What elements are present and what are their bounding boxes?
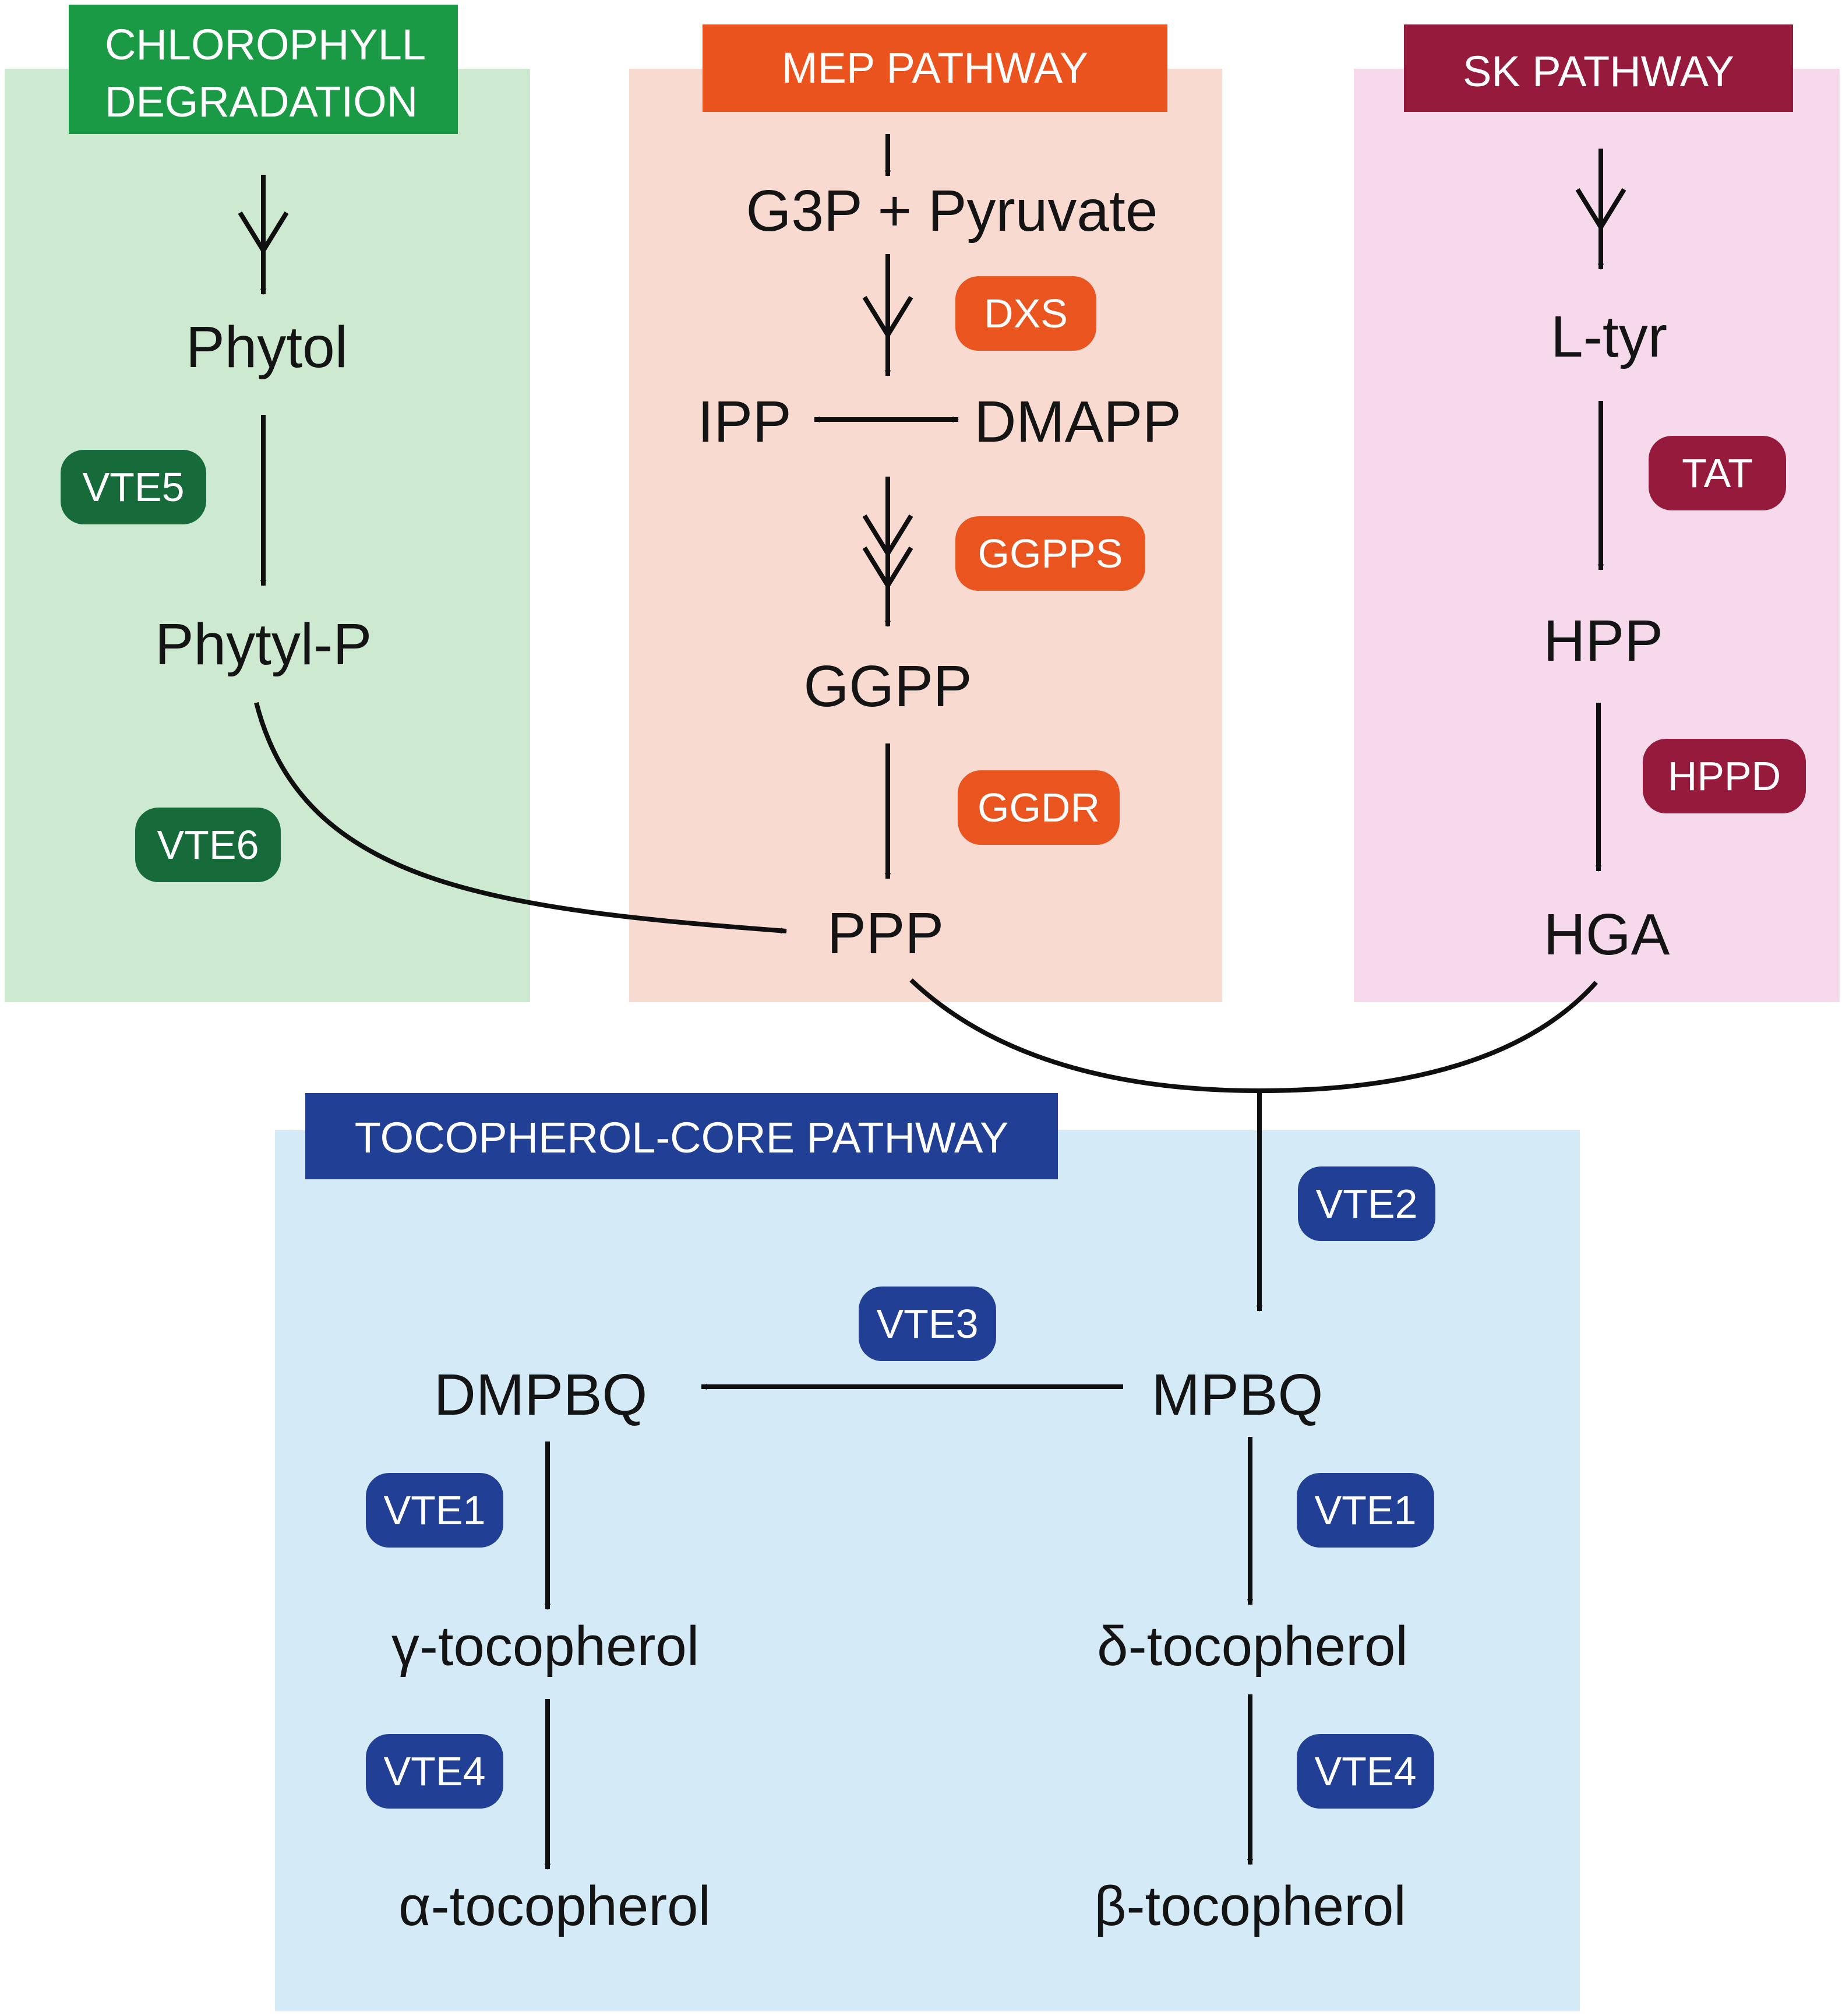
enzyme-vte6-label: VTE6 xyxy=(157,822,259,868)
enzyme-vte1-right-label: VTE1 xyxy=(1314,1488,1416,1533)
metabolite-alpha-tocopherol: α-tocopherol xyxy=(398,1875,711,1937)
metabolite-dmpbq: DMPBQ xyxy=(434,1362,648,1428)
enzyme-vte4-right-label: VTE4 xyxy=(1314,1749,1416,1794)
double-arrowhead-l-tyr xyxy=(1575,188,1626,232)
chlorophyll-title-line2: DEGRADATION xyxy=(105,77,418,126)
enzyme-vte4-left: VTE4 xyxy=(366,1734,503,1809)
metabolite-delta-tocopherol: δ-tocopherol xyxy=(1097,1615,1408,1677)
metabolite-phytol: Phytol xyxy=(186,315,348,380)
metabolite-hga: HGA xyxy=(1544,902,1670,967)
enzyme-vte6: VTE6 xyxy=(135,808,281,882)
core-title: TOCOPHEROL-CORE PATHWAY xyxy=(355,1113,1008,1162)
core-header: TOCOPHEROL-CORE PATHWAY xyxy=(305,1093,1058,1179)
metabolite-gamma-tocopherol: γ-tocopherol xyxy=(391,1615,699,1677)
enzyme-dxs: DXS xyxy=(955,276,1096,351)
enzyme-vte5-label: VTE5 xyxy=(82,464,184,510)
enzyme-hppd-label: HPPD xyxy=(1668,753,1781,799)
metabolite-hpp: HPP xyxy=(1543,608,1663,674)
metabolite-mpbq: MPBQ xyxy=(1152,1362,1323,1428)
chlorophyll-title-line1: CHLOROPHYLL xyxy=(105,20,426,69)
metabolite-beta-tocopherol: β-tocopherol xyxy=(1094,1875,1406,1937)
metabolite-phytyl-p: Phytyl-P xyxy=(155,612,372,677)
arrow-phytyl-p-to-ppp xyxy=(254,702,788,934)
metabolite-ipp: IPP xyxy=(697,389,791,454)
chlorophyll-header: CHLOROPHYLL DEGRADATION xyxy=(69,5,458,134)
enzyme-ggdr-label: GGDR xyxy=(978,785,1100,830)
enzyme-ggpps-label: GGPPS xyxy=(978,531,1123,576)
enzyme-vte1-left: VTE1 xyxy=(366,1473,503,1548)
enzyme-vte2: VTE2 xyxy=(1298,1166,1435,1241)
enzyme-vte3: VTE3 xyxy=(859,1287,996,1361)
triple-arrowhead-ggpp-2 xyxy=(862,546,913,590)
enzyme-tat-label: TAT xyxy=(1682,450,1753,496)
metabolite-g3p-pyruvate: G3P + Pyruvate xyxy=(746,178,1158,244)
enzyme-hppd: HPPD xyxy=(1643,739,1806,813)
mep-header: MEP PATHWAY xyxy=(703,24,1167,112)
enzyme-tat: TAT xyxy=(1649,436,1786,510)
core-panel xyxy=(275,1130,1580,2011)
enzyme-vte4-left-label: VTE4 xyxy=(383,1749,485,1794)
enzyme-vte4-right: VTE4 xyxy=(1297,1734,1434,1809)
metabolite-dmapp: DMAPP xyxy=(974,389,1181,454)
enzyme-vte2-label: VTE2 xyxy=(1315,1181,1417,1226)
metabolite-ggpp: GGPP xyxy=(804,654,972,719)
enzyme-vte1-left-label: VTE1 xyxy=(383,1488,485,1533)
sk-header: SK PATHWAY xyxy=(1404,24,1793,112)
sk-title: SK PATHWAY xyxy=(1463,47,1734,96)
enzyme-ggdr: GGDR xyxy=(958,770,1120,845)
metabolite-l-tyr: L-tyr xyxy=(1551,304,1667,369)
metabolite-ppp: PPP xyxy=(827,901,944,966)
enzyme-ggpps: GGPPS xyxy=(955,516,1145,591)
enzyme-vte5: VTE5 xyxy=(61,450,206,524)
mep-title: MEP PATHWAY xyxy=(782,44,1088,92)
enzyme-vte1-right: VTE1 xyxy=(1297,1473,1434,1548)
enzyme-vte3-label: VTE3 xyxy=(876,1301,978,1347)
triple-arrowhead-ggpp-1 xyxy=(862,514,913,558)
double-arrowhead-phytol xyxy=(238,211,289,255)
enzyme-dxs-label: DXS xyxy=(984,291,1068,336)
double-arrowhead-ipp xyxy=(862,295,913,340)
